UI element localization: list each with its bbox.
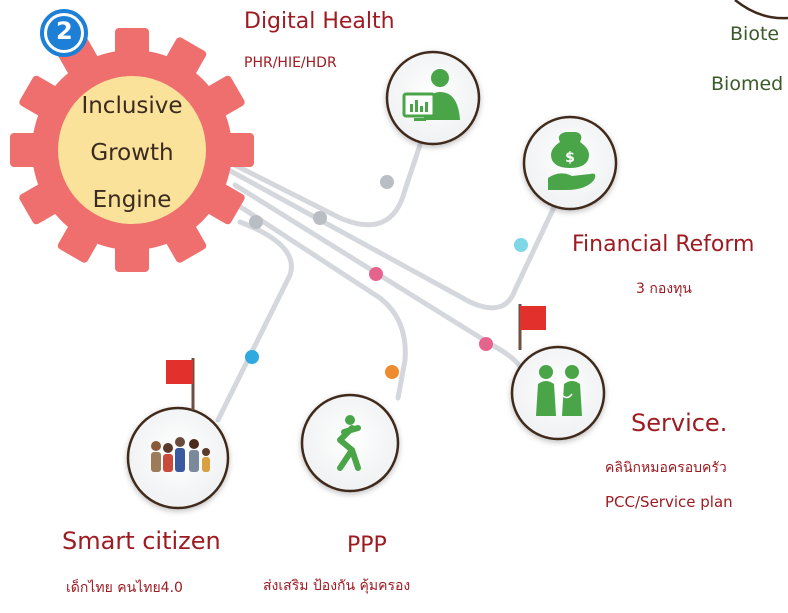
dot-gray-3 <box>249 215 263 229</box>
dot-orange-1 <box>385 365 399 379</box>
line-ppp <box>227 197 408 401</box>
number-badge <box>40 9 88 57</box>
connector-dots <box>245 175 528 379</box>
computer-user-icon <box>402 69 460 121</box>
svg-text:$: $ <box>565 150 575 166</box>
flag-icon <box>166 358 195 410</box>
digital-health-subtitle: PHR/HIE/HDR <box>244 55 337 71</box>
service-subtitle-1: คลินิกหมอครอบครัว <box>605 460 727 476</box>
ppp-node <box>300 393 400 493</box>
engine-line-3: Engine <box>92 187 172 213</box>
dot-blue-1 <box>245 350 259 364</box>
biotech-label: Biote <box>730 23 780 45</box>
service-node <box>510 345 606 441</box>
service-subtitle-2: PCC/Service plan <box>605 493 733 511</box>
family-icon <box>151 437 210 472</box>
ppp-subtitle: ส่งเสริม ป้องกัน คุ้มครอง <box>263 578 411 594</box>
dot-pink-1 <box>369 267 383 281</box>
dot-pink-2 <box>479 337 493 351</box>
line-smart-citizen <box>215 219 294 423</box>
exercise-person-icon <box>337 415 361 471</box>
gear-center <box>58 76 206 224</box>
engine-line-1: Inclusive <box>81 93 183 119</box>
badge-number: 2 <box>56 17 73 45</box>
doctor-patient-icon <box>536 365 582 416</box>
biotech-node <box>734 0 788 20</box>
smart-citizen-subtitle: เด็กไทย คนไทย4.0 <box>66 580 183 596</box>
dot-gray-1 <box>380 175 394 189</box>
flag-icon <box>518 304 546 350</box>
dot-cyan-1 <box>514 238 528 252</box>
financial-reform-title: Financial Reform <box>572 232 755 257</box>
dot-gray-2 <box>313 211 327 225</box>
ppp-title: PPP <box>347 533 387 558</box>
smart-citizen-title: Smart citizen <box>62 527 221 555</box>
digital-health-title: Digital Health <box>244 9 395 34</box>
engine-line-2: Growth <box>90 140 174 166</box>
biomed-label: Biomed <box>711 73 784 95</box>
line-digital-health <box>202 127 428 228</box>
line-financial-reform <box>222 165 558 311</box>
hand-money-icon: $ <box>548 132 596 190</box>
financial-reform-subtitle: 3 กองทุน <box>636 281 692 297</box>
service-title: Service. <box>631 409 728 437</box>
